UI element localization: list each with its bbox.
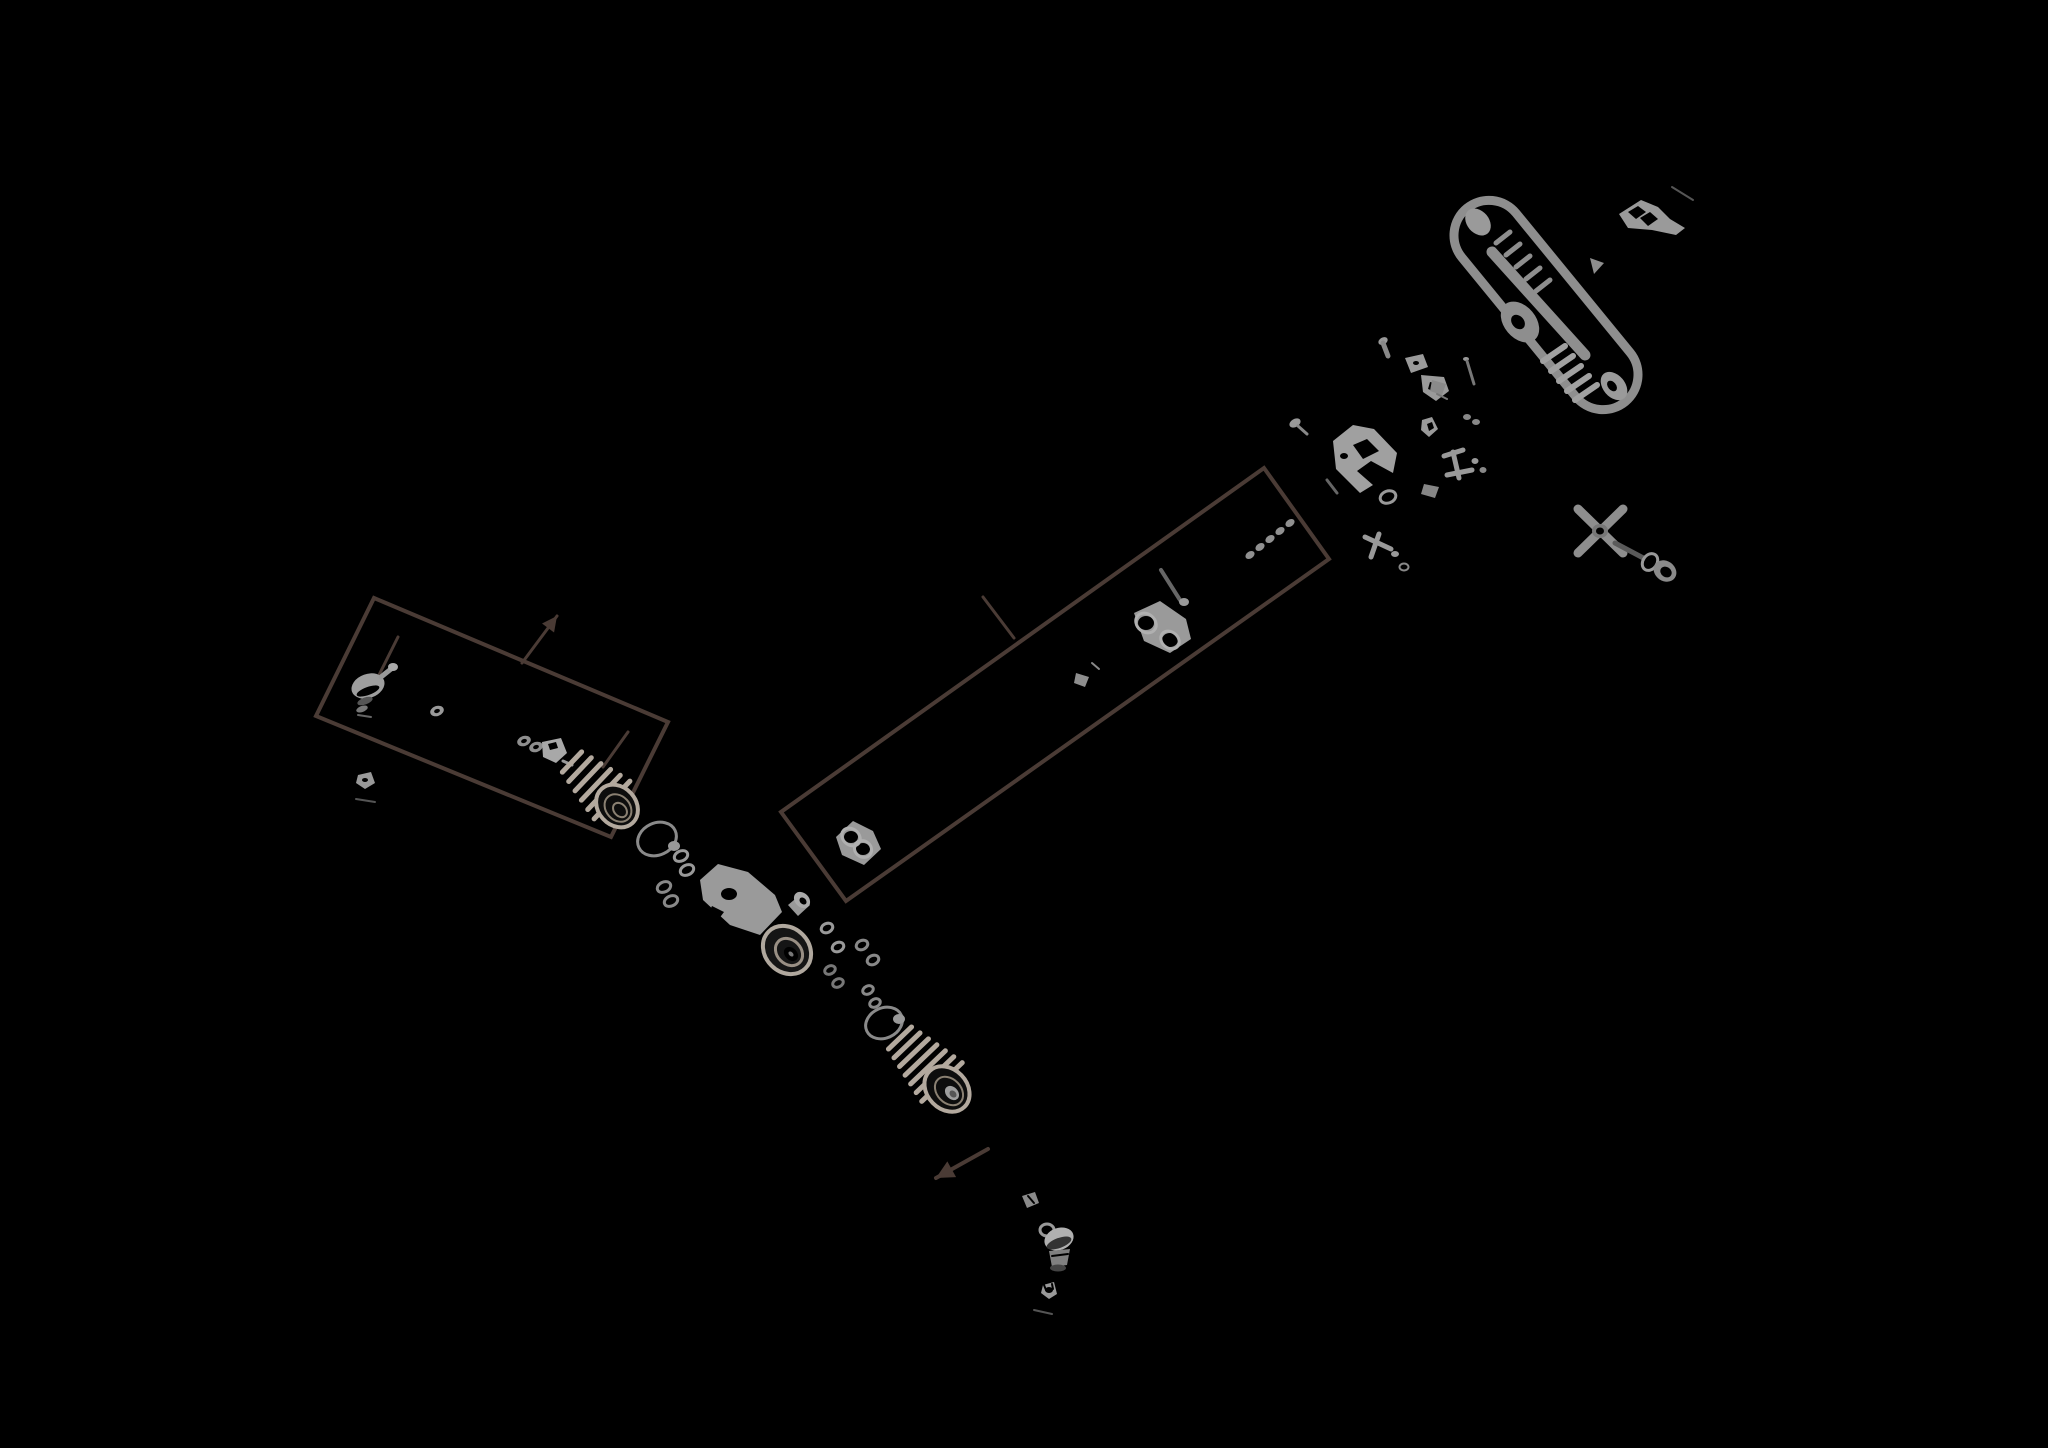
leader-arrow-left-box xyxy=(520,614,559,665)
boot-clamp-small xyxy=(355,772,376,803)
tie-rod-block xyxy=(1022,1192,1039,1208)
hose-clamp-ring-2 xyxy=(864,1005,905,1041)
leader-left-box xyxy=(374,635,400,683)
t-bracket xyxy=(1441,447,1479,481)
washer-trail xyxy=(819,921,882,1009)
universal-joint-lower xyxy=(836,821,881,865)
steering-column-loop-assembly xyxy=(1449,195,1643,415)
spacer-dot-row xyxy=(1245,518,1295,560)
small-bracket-piece xyxy=(1430,380,1448,400)
v-clip xyxy=(1421,417,1438,437)
small-pin xyxy=(1463,357,1476,386)
castle-nut xyxy=(1041,1282,1057,1299)
tiny-nut xyxy=(1479,467,1487,473)
column-clamp xyxy=(1405,354,1428,373)
rack-boot-right xyxy=(885,1024,972,1114)
leader-arrow-tie-rod xyxy=(934,1147,990,1180)
rack-spacers xyxy=(517,735,543,753)
small-bolt xyxy=(1378,337,1391,359)
rack-washer xyxy=(430,705,444,717)
callout-box-left xyxy=(313,595,671,840)
callout-box-middle xyxy=(778,465,1332,904)
leader-boot-left xyxy=(601,730,630,769)
rack-boot-left xyxy=(559,749,640,830)
tie-rod-end xyxy=(1038,1222,1074,1272)
t-fitting xyxy=(1362,531,1410,572)
claw-nut xyxy=(542,738,574,767)
hose-clamp-ring-1 xyxy=(636,820,680,858)
axle-shaft-end xyxy=(1612,540,1677,582)
yoke-washer xyxy=(1378,489,1398,505)
small-arrow-marker xyxy=(1590,258,1604,274)
small-coupler xyxy=(1074,662,1100,687)
column-mount-bracket xyxy=(1619,186,1694,235)
o-rings-upper xyxy=(672,849,696,877)
hex-bolt xyxy=(1289,418,1309,436)
leader-middle-box xyxy=(981,595,1016,640)
shift-yoke xyxy=(1333,425,1397,493)
ball-joint-left xyxy=(351,663,398,718)
universal-joint-upper xyxy=(1134,568,1191,653)
steering-gear-housing xyxy=(700,864,814,977)
small-dash-part xyxy=(1325,478,1339,495)
cotter-pin-dash xyxy=(1033,1309,1053,1315)
tiny-washers xyxy=(1463,414,1480,425)
flat-plate xyxy=(1421,484,1439,498)
o-rings-lower xyxy=(655,880,680,908)
